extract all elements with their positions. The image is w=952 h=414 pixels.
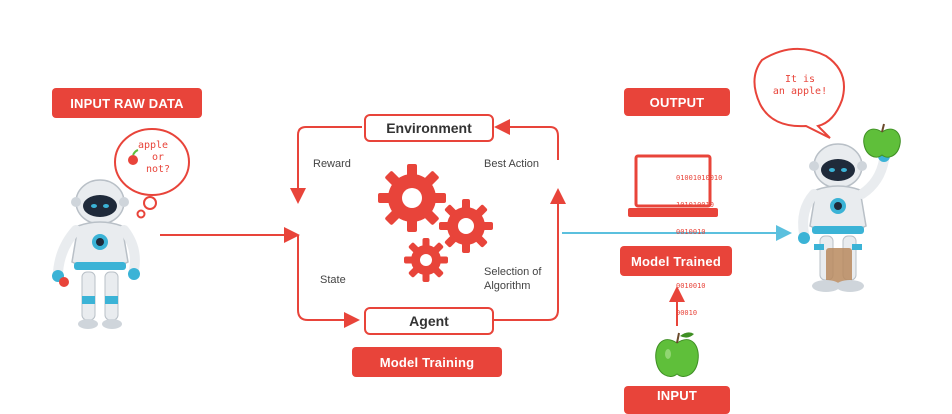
state-label: State (320, 274, 346, 286)
thought-text: apple or not? (128, 140, 178, 176)
left-robot-icon (52, 179, 140, 329)
agent-box: Agent (364, 307, 494, 335)
binary-row-6: 00010 (676, 309, 698, 317)
speech-line-2: an apple! (772, 86, 828, 97)
selection-line-2: Algorithm (484, 280, 531, 292)
held-apple-icon (863, 123, 901, 158)
model-trained-pill: Model Trained (620, 246, 732, 276)
thought-bubble-icon (114, 128, 190, 219)
laptop-icon (628, 154, 718, 217)
thought-line-2: or (151, 152, 165, 163)
selection-line-1: Selection of (484, 266, 542, 278)
reward-label: Reward (313, 158, 351, 170)
environment-box: Environment (364, 114, 494, 142)
input-footer: INPUT (624, 386, 730, 414)
speech-text: It is an apple! (764, 74, 836, 98)
gears-icon (378, 164, 493, 282)
input-raw-data-header: INPUT RAW DATA (52, 88, 202, 118)
training-loop-arrows (290, 119, 566, 328)
best-action-label: Best Action (484, 158, 540, 170)
output-header: OUTPUT (624, 88, 730, 116)
speech-line-1: It is (784, 74, 816, 85)
binary-row-3: 0010010 (676, 228, 706, 236)
diagram-graphics (52, 47, 901, 377)
green-apple-icon (655, 332, 699, 377)
model-training-footer: Model Training (352, 347, 502, 377)
right-robot-icon (798, 143, 890, 292)
thought-line-1: apple (137, 140, 169, 151)
binary-row-2: 101010010 (676, 201, 714, 209)
binary-row-5: 0010010 (676, 282, 706, 290)
ml-pipeline-diagram: INPUT RAW DATA apple or not? Environment… (52, 47, 901, 414)
thought-line-3: not? (145, 164, 171, 175)
speech-bubble-icon (753, 47, 845, 139)
selection-of-algorithm-label: Selection of Algorithm (484, 265, 541, 293)
binary-row-1: 01001010010 (676, 174, 723, 182)
